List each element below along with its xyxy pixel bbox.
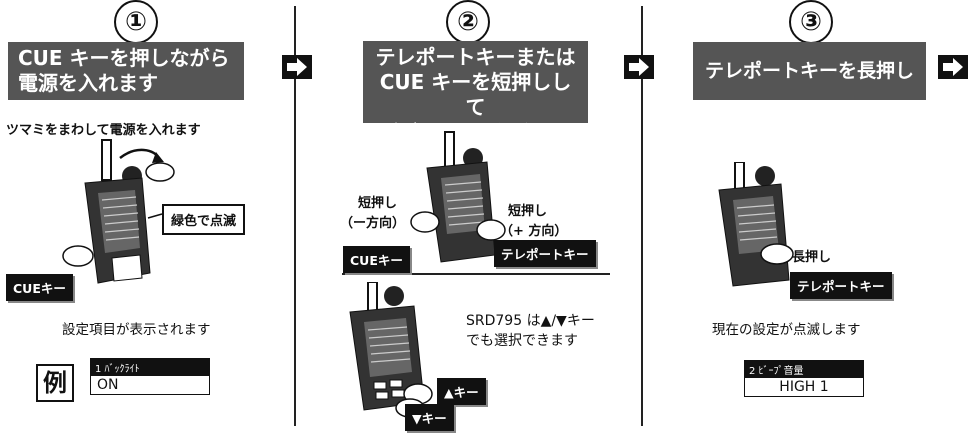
step-3-banner: テレポートキーを長押し xyxy=(693,42,926,100)
step-1-lcd-line-2: ON xyxy=(97,377,119,393)
step-2-banner: テレポートキーまたは CUE キーを短押しして 設定する項目を選びます xyxy=(363,41,588,139)
step-1-banner: CUE キーを押しながら 電源を入れます xyxy=(8,42,244,100)
step-2-note-line-2: でも選択できます xyxy=(466,333,578,349)
step-3-lcd-line-2: HIGH 1 xyxy=(779,379,829,395)
step-2-short-left: 短押し xyxy=(358,196,398,211)
step-3-lcd: 2 ﾋﾞｰﾌﾟ音量 HIGH 1 xyxy=(744,360,864,397)
step-2-cue-key: CUEキー xyxy=(343,246,410,273)
arrow-right-icon-3 xyxy=(938,55,968,79)
step-1-example-label: 例 xyxy=(36,364,74,402)
step-1-lcd: 1 ﾊﾞｯｸﾗｲﾄ ON xyxy=(90,358,210,395)
step-2-up-key: ▲キー xyxy=(437,378,486,405)
step-2-down-key: ▼キー xyxy=(405,404,454,431)
step-2-banner-line-1: テレポートキーまたは xyxy=(375,45,576,69)
step-1-caption: 設定項目が表示されます xyxy=(62,322,211,338)
radio-illustration-3 xyxy=(718,162,794,287)
step-3-number: ③ xyxy=(789,0,833,44)
step-3-teleport-key: テレポートキー xyxy=(790,272,892,299)
step-1-sub: ツマミをまわして電源を入れます xyxy=(6,123,201,138)
step-2-banner-line-2: CUE キーを短押しして xyxy=(379,70,572,119)
step-2-short-right: 短押し xyxy=(508,204,548,219)
step-1-lcd-line-1: 1 ﾊﾞｯｸﾗｲﾄ xyxy=(91,359,209,376)
step-3-long-press: 長押し xyxy=(792,250,832,265)
step-1-cue-key: CUEキー xyxy=(6,274,73,301)
radio-illustration-1 xyxy=(62,139,175,284)
arrow-right-icon-2 xyxy=(624,55,654,79)
step-1-callout: 緑色で点滅 xyxy=(162,204,246,235)
step-3-caption: 現在の設定が点滅します xyxy=(712,322,861,338)
divider-horizontal xyxy=(342,273,610,275)
step-3-lcd-line-1: 2 ﾋﾞｰﾌﾟ音量 xyxy=(745,361,863,378)
radio-illustration-2 xyxy=(410,131,506,263)
radio-illustration-2b xyxy=(349,282,433,418)
step-1-banner-line-1: CUE キーを押しながら xyxy=(18,46,230,70)
step-1-number: ① xyxy=(114,0,158,44)
step-1-banner-line-2: 電源を入れます xyxy=(18,71,158,95)
step-2-number: ② xyxy=(446,0,490,44)
divider-2 xyxy=(641,6,643,426)
step-3-banner-line-1: テレポートキーを長押し xyxy=(704,60,914,82)
step-2-dir-left: （ー方向） xyxy=(340,216,406,231)
divider-1 xyxy=(294,6,296,426)
step-2-banner-small: 設定する項目を選びます xyxy=(392,121,558,139)
step-2-note-line-1: SRD795 は▲/▼キー xyxy=(466,313,595,329)
step-2-teleport-key: テレポートキー xyxy=(494,240,596,267)
arrow-right-icon-1 xyxy=(282,55,312,79)
step-2-dir-right: （+ 方向） xyxy=(500,224,568,239)
